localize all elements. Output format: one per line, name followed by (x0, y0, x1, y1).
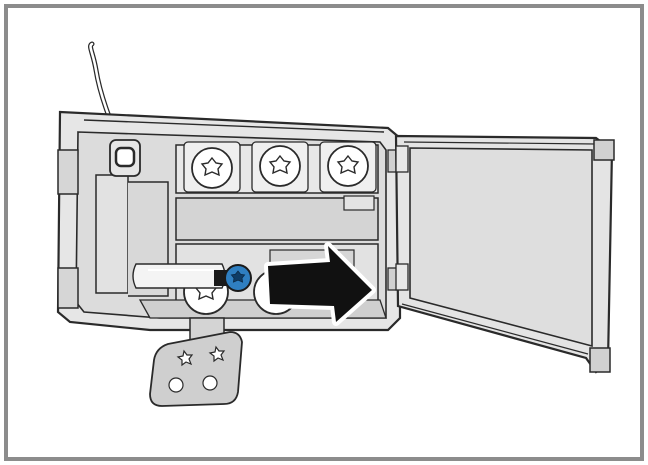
fastener-cap-icon (191, 147, 233, 189)
cable-clip (109, 139, 141, 177)
mounting-bracket-icon (149, 317, 243, 407)
fastener-cap-icon (327, 145, 369, 187)
screw-slot (132, 263, 226, 289)
direction-arrow-icon (264, 242, 376, 326)
open-door (394, 134, 615, 374)
fastener-cap-icon (259, 145, 301, 187)
torx-screw-icon (214, 264, 252, 292)
